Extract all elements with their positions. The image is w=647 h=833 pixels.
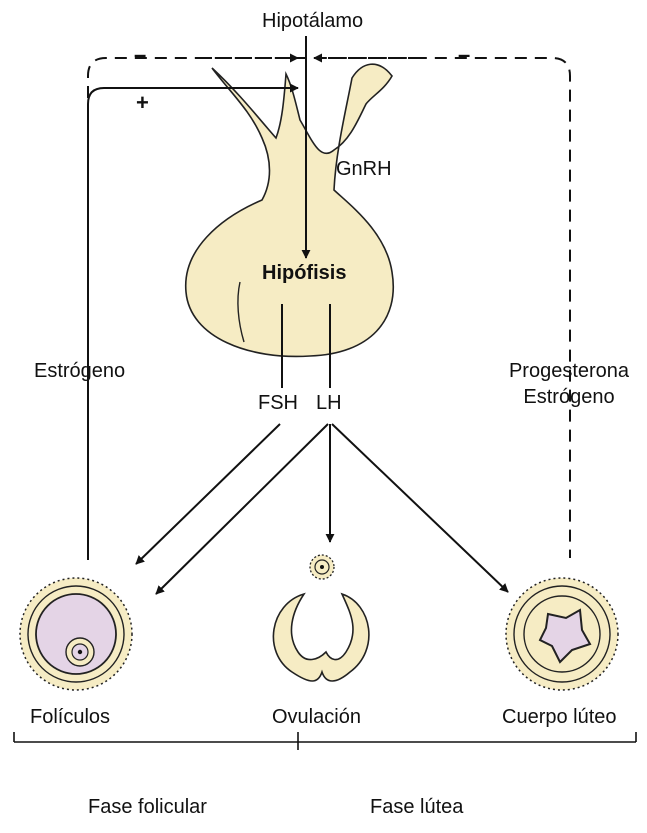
lh-arrow-to-corpus-luteum (332, 424, 508, 592)
estrogen-left-label: Estrógeno (34, 360, 125, 383)
plus-sign: + (136, 90, 149, 115)
corpus-luteum-illustration (506, 578, 618, 690)
lh-arrow-to-follicle (156, 424, 328, 594)
follicles-label: Folículos (30, 706, 110, 729)
corpus-luteum-label: Cuerpo lúteo (502, 706, 617, 729)
ovulation-illustration (273, 555, 368, 681)
follicle-illustration (20, 578, 132, 690)
pituitary-label: Hipófisis (262, 262, 346, 285)
lh-label: LH (316, 392, 342, 415)
pituitary-gland-shape (186, 64, 394, 356)
estrogen-right-label: Estrógeno (494, 386, 644, 409)
minus-sign-left: – (134, 42, 146, 67)
luteal-phase-label: Fase lútea (370, 796, 463, 819)
ovulation-label: Ovulación (272, 706, 361, 729)
follicular-phase-label: Fase folicular (88, 796, 207, 819)
phase-bracket (14, 732, 636, 750)
minus-sign-right: – (458, 42, 470, 67)
progesterone-label: Progesterona (494, 360, 644, 383)
hypothalamus-label: Hipotálamo (262, 10, 363, 33)
fsh-label: FSH (258, 392, 298, 415)
gnrh-label: GnRH (336, 158, 392, 181)
